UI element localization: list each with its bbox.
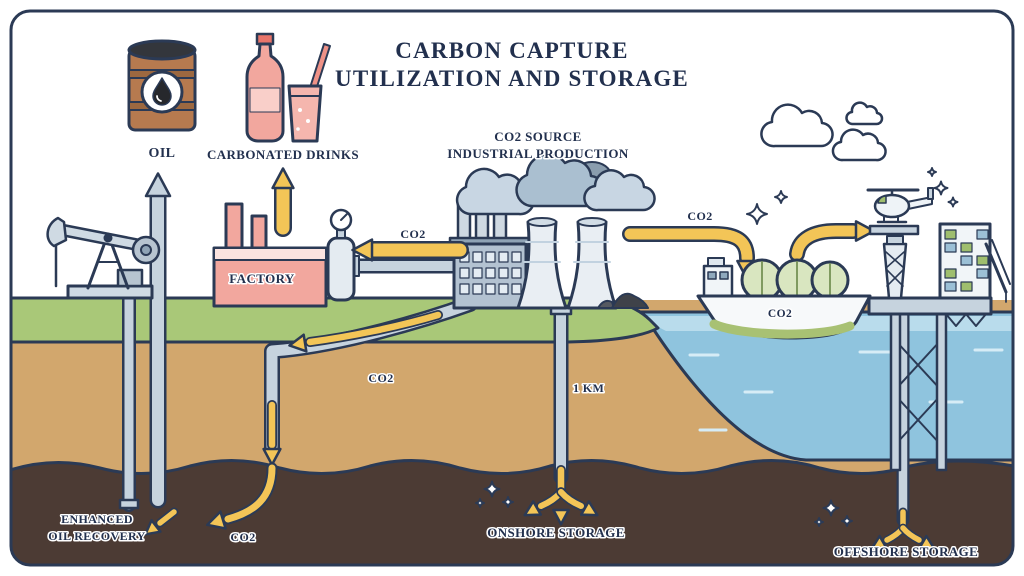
gas-tank-icon [326, 208, 356, 302]
label-offshore-storage: OFFSHORE STORAGE [834, 544, 979, 559]
co2-eor-arrow [203, 462, 278, 535]
factory-icon [212, 202, 328, 308]
cloud-icon [760, 101, 887, 162]
label-factory: FACTORY [229, 271, 295, 286]
co2-arrow-to-platform [789, 219, 876, 262]
cooling-tower-icon [566, 220, 618, 310]
glass-icon [287, 43, 331, 143]
ship-icon [696, 257, 872, 340]
label-oil: OIL [149, 146, 176, 161]
label-depth-1km: 1 KM [573, 381, 604, 395]
pump-jack-icon [46, 216, 161, 300]
onshore-storage-trident [519, 465, 603, 526]
label-industrial-production: INDUSTRIAL PRODUCTION [447, 146, 629, 161]
oil-barrel-icon [127, 39, 197, 132]
title-line-1: CARBON CAPTURE [395, 38, 628, 63]
label-carbonated-drinks: CARBONATED DRINKS [207, 147, 359, 162]
label-co2-eor: CO2 [230, 530, 255, 544]
oil-well-pipe [117, 280, 141, 512]
sparkle-icon [774, 190, 788, 204]
label-co2-underground: CO2 [368, 371, 393, 385]
offshore-platform-icon [867, 222, 1011, 472]
co2-arrow-to-ship [622, 226, 759, 281]
label-co2-factory-arrow: CO2 [400, 227, 425, 241]
label-co2-ship-arrow: CO2 [687, 209, 712, 223]
label-co2-source: CO2 SOURCE [494, 129, 581, 144]
helicopter-icon [866, 187, 934, 224]
co2-arrow-to-factory [350, 237, 469, 263]
label-onshore-storage: ONSHORE STORAGE [487, 525, 625, 540]
co2-underground-arrow [262, 310, 443, 467]
label-enhanced: ENHANCED [61, 512, 133, 526]
co2-arrow-up-to-drinks [270, 166, 296, 237]
oil-up-arrow [144, 171, 172, 509]
label-co2-ship-hull: CO2 [768, 308, 792, 320]
offshore-storage-trident [867, 507, 939, 556]
title-line-2: UTILIZATION AND STORAGE [335, 66, 689, 91]
frame-border [9, 9, 1015, 567]
coal-pile-icon [611, 292, 649, 309]
coal-pile-icon [597, 299, 615, 309]
smoke-icon [455, 153, 656, 216]
bottle-icon [245, 32, 285, 143]
sparkle-icon [927, 167, 937, 177]
sparkle-icon [746, 203, 768, 225]
cooling-tower-icon [516, 220, 568, 310]
label-oil-recovery: OIL RECOVERY [48, 529, 145, 543]
sparkle-icon [948, 197, 958, 207]
industrial-plant-icon [448, 198, 649, 310]
terrain-deep-layer [10, 459, 1014, 566]
onshore-injection-pipe [549, 304, 573, 485]
sparkle-icon [933, 180, 949, 196]
co2-eor-small-arrow [139, 507, 179, 542]
